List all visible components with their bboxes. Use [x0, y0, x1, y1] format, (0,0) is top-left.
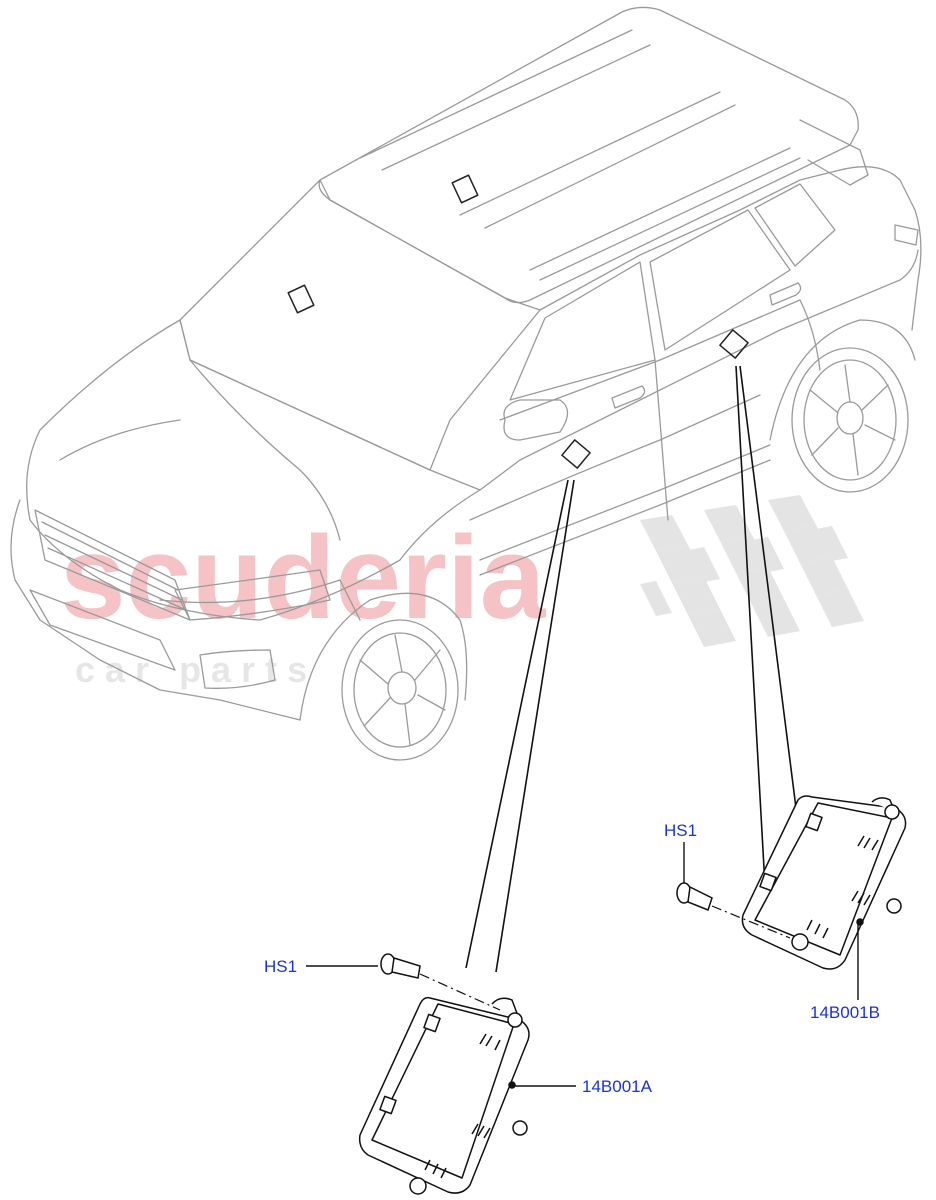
vehicle-illustration: [10, 6, 922, 761]
fastener-hs1-left: [380, 953, 421, 979]
fastener-paths: [419, 905, 791, 1011]
callout-hs1-right: HS1: [664, 821, 697, 840]
callout-hs1-left: HS1: [264, 957, 297, 976]
checkered-flag-icon: [640, 495, 864, 647]
leader-lines: [465, 365, 797, 973]
module-14b001a: [358, 996, 530, 1195]
watermark-brand: scuderia: [60, 512, 547, 644]
callout-14b001a: 14B001A: [582, 1077, 653, 1096]
watermark-subtitle: c a r p a r t s: [75, 649, 307, 690]
callout-14b001b: 14B001B: [810, 1003, 880, 1022]
fastener-hs1-right: [676, 882, 713, 911]
callout-leaders: [306, 842, 859, 1087]
module-14b001b: [741, 795, 907, 970]
watermark: scuderia c a r p a r t s: [60, 495, 864, 690]
